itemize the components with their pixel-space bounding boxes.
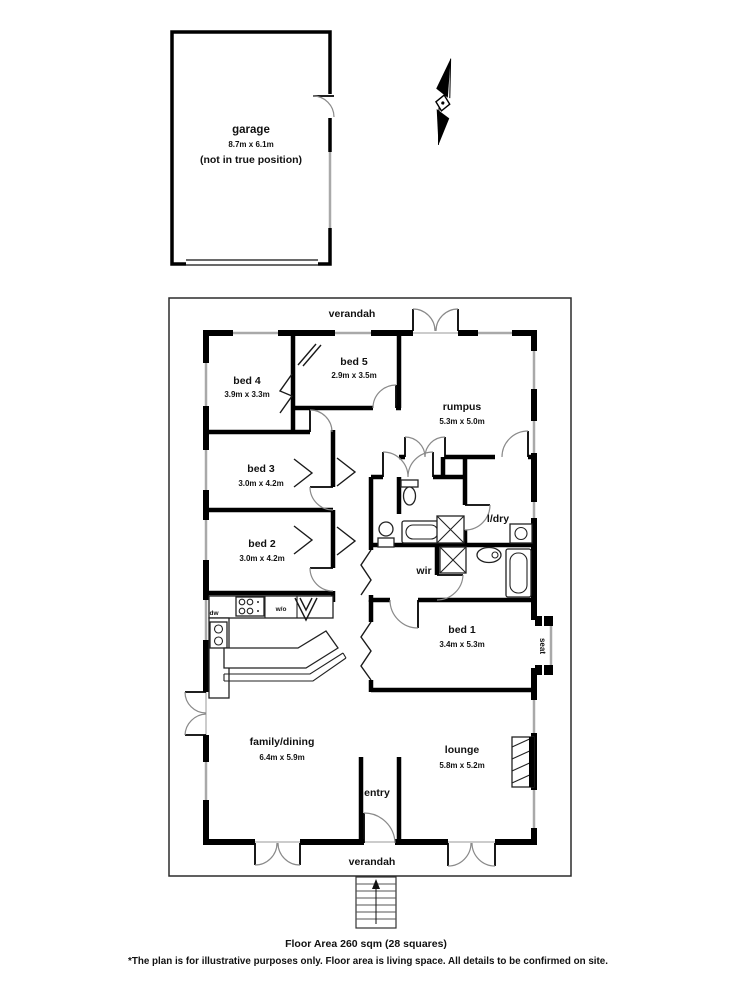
exterior-walls <box>203 330 537 845</box>
floor-area-label: Floor Area 260 sqm (28 squares) <box>285 938 447 950</box>
toilet-icon <box>400 479 419 506</box>
garage-note: (not in true position) <box>200 154 302 166</box>
rumpus-label: rumpus <box>443 401 482 413</box>
kitchen: dw w/o <box>208 595 347 699</box>
interior-walls <box>204 331 534 842</box>
seat-label: seat <box>538 638 547 654</box>
bed4-dims: 3.9m x 3.3m <box>224 390 269 399</box>
cooktop-icon <box>235 596 265 617</box>
garage-roller-door <box>186 259 318 266</box>
verandah-bottom-label: verandah <box>349 856 396 868</box>
kitchen-bench <box>208 595 334 619</box>
bed1-label: bed 1 <box>448 624 476 636</box>
stairs-icon <box>355 876 397 929</box>
island-bench <box>223 630 347 682</box>
rumpus-dims: 5.3m x 5.0m <box>439 417 484 426</box>
garage-door-arc <box>312 95 335 118</box>
laundry-trough-icon <box>509 523 533 544</box>
entry-label: entry <box>364 787 390 799</box>
bed4-label: bed 4 <box>233 375 261 387</box>
north-arrow-icon <box>435 58 452 145</box>
bed5-label: bed 5 <box>340 356 368 368</box>
bath-icon <box>401 520 443 544</box>
lounge-dims: 5.8m x 5.2m <box>439 761 484 770</box>
garage-dims: 8.7m x 6.1m <box>228 140 273 149</box>
verandah-top-label: verandah <box>329 308 376 320</box>
bed3-dims: 3.0m x 4.2m <box>238 479 283 488</box>
ensuite-fixtures <box>439 523 533 598</box>
laundry-label: l/dry <box>487 513 509 525</box>
pantry-doors <box>294 597 318 622</box>
disclaimer-label: *The plan is for illustrative purposes o… <box>128 955 608 967</box>
verandah-outline <box>168 297 572 877</box>
fireplace-icon <box>511 736 535 788</box>
ensuite-bath-icon <box>505 548 532 598</box>
basin-icon <box>377 521 395 548</box>
wir-label: wir <box>415 565 431 577</box>
ensuite-toilet-icon <box>476 546 502 564</box>
garage: garage 8.7m x 6.1m (not in true position… <box>170 30 335 267</box>
bed1-dims: 3.4m x 5.3m <box>439 640 484 649</box>
bed2-label: bed 2 <box>248 538 276 550</box>
family-dims: 6.4m x 5.9m <box>259 753 304 762</box>
shower-icon <box>436 515 465 544</box>
ensuite-shower-icon <box>439 546 467 574</box>
bed3-label: bed 3 <box>247 463 275 475</box>
window-seat: seat <box>535 616 553 675</box>
doors <box>184 308 529 867</box>
family-label: family/dining <box>250 736 315 748</box>
lounge-label: lounge <box>445 744 480 756</box>
wardrobe-doors <box>278 343 372 681</box>
house: dw w/o <box>168 297 572 877</box>
bed5-dims: 2.9m x 3.5m <box>331 371 376 380</box>
windows <box>204 331 536 843</box>
bed2-dims: 3.0m x 4.2m <box>239 554 284 563</box>
wall-oven-label: w/o <box>275 606 287 613</box>
garage-label: garage <box>232 124 270 136</box>
sink-icon <box>209 621 228 649</box>
dishwasher-label: dw <box>209 610 219 617</box>
bathroom-fixtures <box>377 479 465 548</box>
